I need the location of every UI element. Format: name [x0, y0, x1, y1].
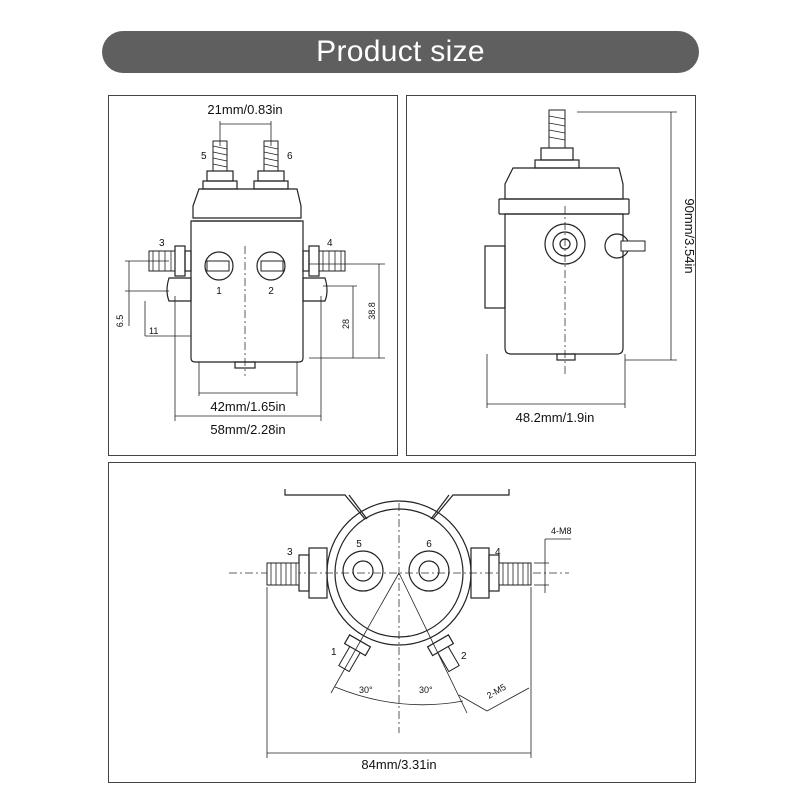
top-view-drawing: 3 5 6 4 1 2 4-M8 2-M5 30° 30° 84mm/3.31i…	[229, 489, 572, 772]
terminal-label-1: 1	[216, 286, 222, 297]
terminal-label-2: 2	[268, 286, 274, 297]
top-terminal-label-1: 1	[331, 647, 337, 658]
terminal-label-3: 3	[159, 238, 165, 249]
front-view-panel: 21mm/0.83in 5 6 3 4 1 2 6.5 11 28 38.8 4…	[108, 95, 398, 456]
dim-thread-small: 2-M5	[485, 682, 508, 701]
terminal-label-5: 5	[201, 151, 207, 162]
angle-right: 30°	[419, 685, 433, 695]
top-terminal-label-6: 6	[426, 539, 432, 550]
dim-mount-outer: 58mm/2.28in	[210, 422, 285, 437]
terminal-5-stud	[202, 140, 238, 190]
dim-11: 11	[149, 326, 158, 336]
dim-height: 90mm/3.54in	[682, 198, 697, 273]
dim-38-8: 38.8	[367, 302, 377, 320]
dim-side-width: 48.2mm/1.9in	[516, 410, 595, 425]
dim-terminal-spacing: 21mm/0.83in	[207, 102, 282, 117]
top-terminal-label-2: 2	[461, 651, 467, 662]
terminal-label-6: 6	[287, 151, 293, 162]
top-view-panel: 3 5 6 4 1 2 4-M8 2-M5 30° 30° 84mm/3.31i…	[108, 462, 696, 783]
dim-top-width: 84mm/3.31in	[361, 757, 436, 772]
terminal-6-stud	[253, 140, 289, 190]
top-terminal-label-4: 4	[495, 547, 501, 558]
dim-thread-main: 4-M8	[551, 526, 572, 536]
angle-left: 30°	[359, 685, 373, 695]
dim-28: 28	[341, 319, 351, 329]
side-view-drawing: 90mm/3.54in 48.2mm/1.9in	[484, 109, 697, 425]
dim-6-5: 6.5	[115, 315, 125, 328]
top-terminal-label-5: 5	[356, 539, 362, 550]
front-view-drawing: 21mm/0.83in 5 6 3 4 1 2 6.5 11 28 38.8 4…	[115, 102, 385, 437]
top-terminal-label-3: 3	[287, 547, 293, 558]
title-banner: Product size	[102, 31, 699, 73]
terminal-label-4: 4	[327, 238, 333, 249]
banner-title: Product size	[316, 35, 485, 68]
side-view-panel: 90mm/3.54in 48.2mm/1.9in	[406, 95, 697, 456]
dim-mount-inner: 42mm/1.65in	[210, 399, 285, 414]
